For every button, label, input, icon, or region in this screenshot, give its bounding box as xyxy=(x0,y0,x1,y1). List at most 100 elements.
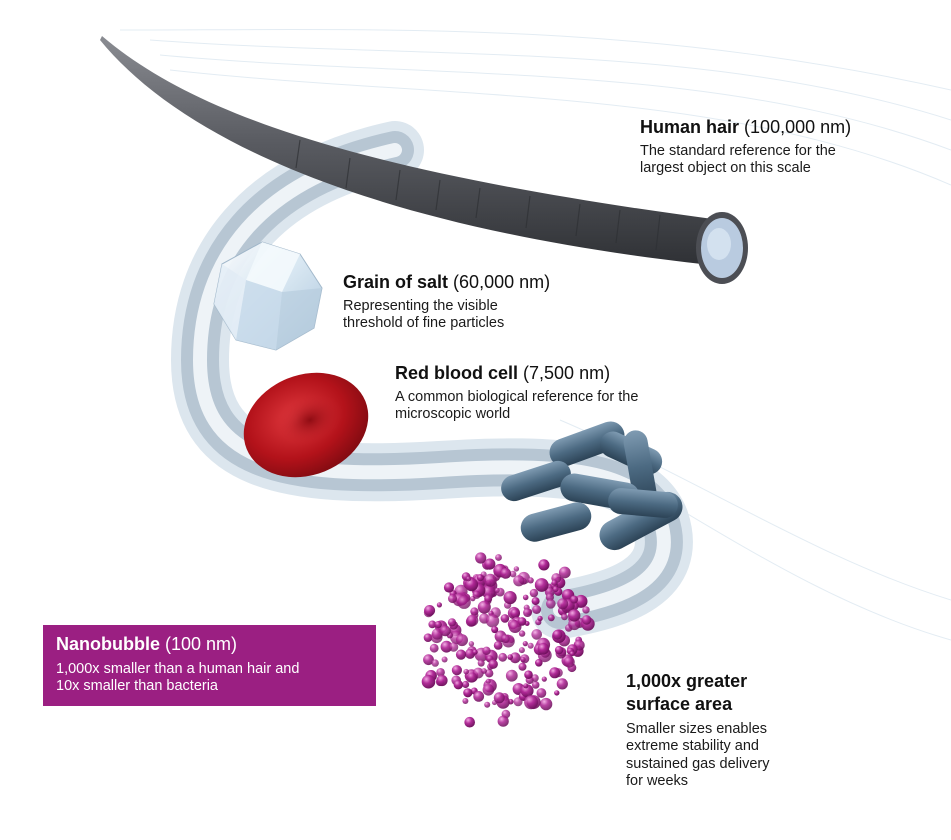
nanobubble xyxy=(482,646,491,655)
nanobubble xyxy=(493,641,503,650)
nanobubble xyxy=(428,620,437,629)
nanobubble xyxy=(429,643,439,653)
nanobubble xyxy=(523,608,532,617)
nanobubble xyxy=(503,591,517,605)
nanobubble xyxy=(421,674,436,689)
nanobubble xyxy=(480,571,487,578)
salt-name: Grain of salt xyxy=(343,272,449,292)
nanobubble-desc-line-1: 1,000x smaller than a human hair and xyxy=(56,660,300,677)
nanobubble xyxy=(539,697,553,711)
rbc-name: Red blood cell xyxy=(395,363,519,383)
human-hair-name: Human hair xyxy=(640,117,740,137)
nanobubble xyxy=(524,670,533,679)
nanobubble xyxy=(538,559,550,571)
nanobubble-desc-line-2: 10x smaller than bacteria xyxy=(56,677,218,694)
nanobubble xyxy=(448,642,459,652)
human-hair-icon xyxy=(100,36,748,284)
nanobubble xyxy=(436,602,442,608)
nanobubble xyxy=(522,594,529,601)
nanobubble xyxy=(552,629,563,640)
nanobubble xyxy=(424,605,436,616)
nanobubble xyxy=(464,716,476,728)
nanobubble xyxy=(477,659,485,667)
nanobubble xyxy=(483,573,497,587)
surface-area-desc-line-2: extreme stability and xyxy=(626,738,759,755)
nanobubble xyxy=(509,652,521,664)
nanobubble xyxy=(517,617,527,626)
scale-ribbon xyxy=(170,121,693,639)
nanobubble xyxy=(513,697,523,707)
nanobubble xyxy=(455,649,467,660)
nanobubble xyxy=(569,651,575,657)
rbc-desc-line-1: A common biological reference for the xyxy=(395,388,639,405)
nanobubble xyxy=(440,640,453,653)
salt-size: (60,000 nm) xyxy=(453,272,551,292)
nanobubble xyxy=(563,656,575,668)
label-grain-of-salt: Grain of salt (60,000 nm) Representing t… xyxy=(343,272,643,332)
nanobubble xyxy=(561,613,568,621)
nanobubble-size: (100 nm) xyxy=(165,634,238,654)
human-hair-desc-line-1: The standard reference for the xyxy=(640,142,836,159)
nanobubble xyxy=(468,641,475,647)
label-surface-area: 1,000x greater surface area Smaller size… xyxy=(626,670,836,790)
nanobubble xyxy=(581,615,592,625)
nanobubble xyxy=(522,641,528,647)
nanobubble xyxy=(558,566,571,579)
nanobubble xyxy=(582,606,590,614)
human-hair-desc-line-2: largest object on this scale xyxy=(640,159,811,176)
surface-area-desc-line-4: for weeks xyxy=(626,772,689,789)
nanobubble xyxy=(495,554,502,561)
nanobubble xyxy=(493,692,505,704)
nanobubble xyxy=(466,614,479,627)
nanobubble xyxy=(527,642,534,649)
surface-area-title-line-1: 1,000x greater xyxy=(626,671,748,691)
nanobubble xyxy=(482,684,495,696)
nanobubble xyxy=(466,576,472,582)
nanobubble xyxy=(423,654,434,666)
nanobubble xyxy=(531,674,539,682)
salt-desc-line-2: threshold of fine particles xyxy=(343,314,505,331)
nanobubble xyxy=(447,618,457,627)
human-hair-size: (100,000 nm) xyxy=(744,117,852,137)
nanobubble xyxy=(554,690,560,696)
nanobubble xyxy=(473,691,485,702)
nanobubble xyxy=(551,579,558,586)
nanobubble xyxy=(484,558,496,570)
nanobubble xyxy=(534,578,549,592)
nanobubble xyxy=(448,594,457,604)
nanobubble xyxy=(532,605,542,614)
nanobubble xyxy=(537,615,543,622)
nanobubble xyxy=(472,649,478,655)
nanobubble xyxy=(494,587,500,593)
nanobubble xyxy=(472,590,481,599)
nanobubble xyxy=(524,695,539,710)
nanobubble xyxy=(482,585,496,599)
nanobubble xyxy=(436,668,445,677)
nanobubble xyxy=(537,643,550,655)
nanobubble xyxy=(513,575,525,587)
nanobubble xyxy=(500,614,510,623)
nanobubble xyxy=(481,668,487,674)
rbc-size: (7,500 nm) xyxy=(523,363,611,383)
nanobubble-name: Nanobubble xyxy=(56,634,160,654)
nanobubble xyxy=(523,683,529,689)
nanobubble xyxy=(505,669,518,682)
nanobubble xyxy=(546,599,556,609)
nanobubble xyxy=(541,676,547,682)
nanobubble xyxy=(443,582,455,593)
label-nanobubble: Nanobubble (100 nm) 1,000x smaller than … xyxy=(43,625,376,706)
nanobubble xyxy=(462,698,469,704)
nanobubble xyxy=(436,674,448,687)
nanobubble xyxy=(485,669,494,678)
nanobubble xyxy=(531,597,540,606)
nanobubble xyxy=(507,654,513,660)
nanobubble xyxy=(531,681,540,689)
label-red-blood-cell: Red blood cell (7,500 nm) A common biolo… xyxy=(395,363,715,423)
nanobubble xyxy=(518,630,526,637)
nanobubble xyxy=(556,678,568,690)
nanobubble xyxy=(431,659,439,667)
nanobubble xyxy=(453,680,463,690)
nanobubble xyxy=(441,656,448,663)
